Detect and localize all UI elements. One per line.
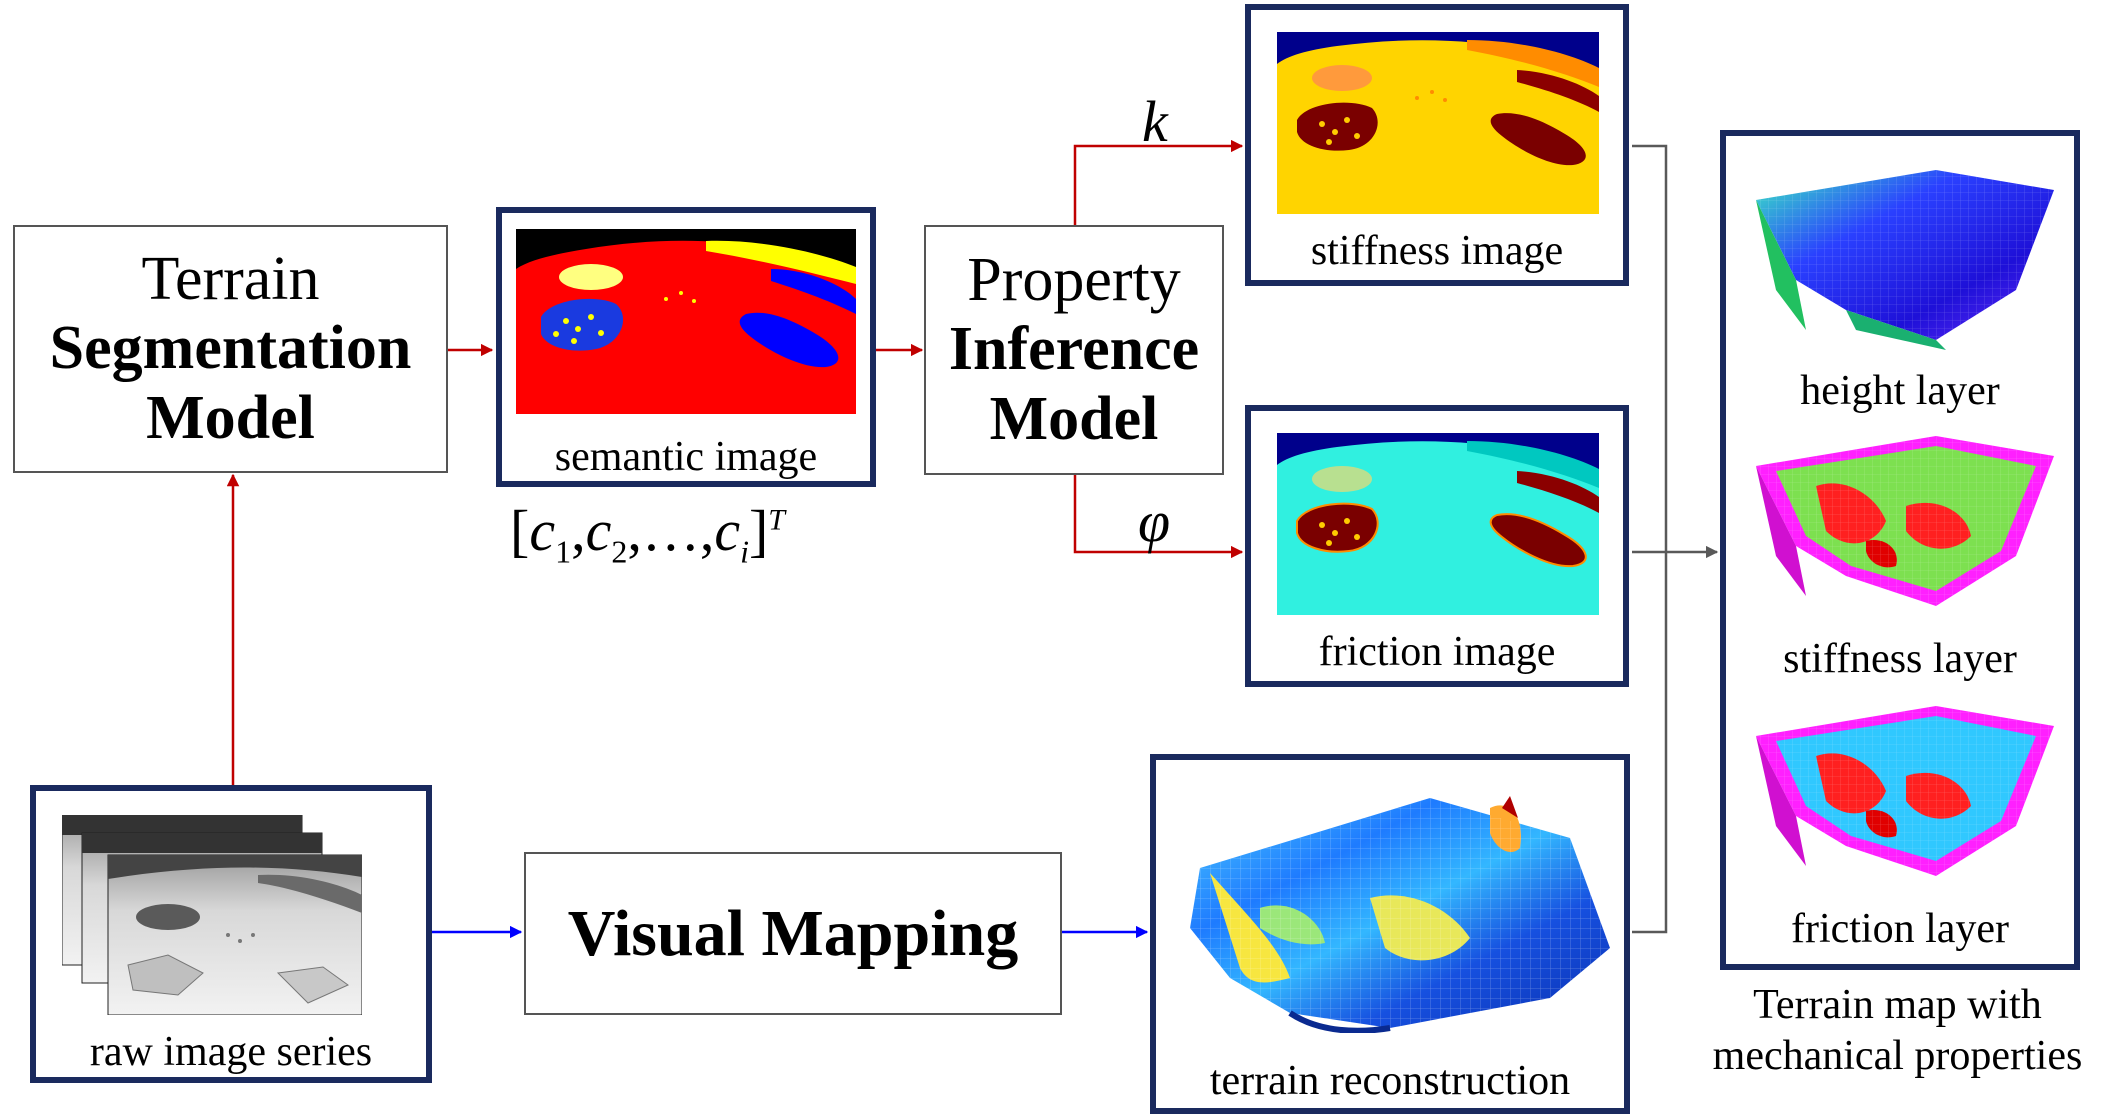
vector-sub-2: 2 — [611, 533, 628, 570]
stiffness-symbol-k: k — [1142, 89, 1168, 154]
friction-image — [1277, 433, 1599, 615]
stiffness-image-caption: stiffness image — [1310, 228, 1564, 274]
segmentation-title-line2: Segmentation — [49, 314, 412, 383]
semantic-image — [516, 229, 856, 414]
vector-sup-T: T — [768, 503, 785, 537]
terrain-reconstruction-caption: terrain reconstruction — [1209, 1058, 1571, 1104]
height-layer-caption: height layer — [1800, 368, 2000, 414]
vector-comma-1: , — [571, 498, 586, 563]
terrain-map-box: height layer stiffness layer — [1720, 130, 2080, 970]
property-inference-model-box: Property Inference Model — [924, 225, 1224, 475]
vector-symbol-c2: c — [585, 498, 612, 563]
terrain-map-title: Terrain map with mechanical properties — [1670, 980, 2125, 1082]
semantic-image-box: semantic image — [496, 207, 876, 487]
arrow-property-to-stiffness — [1073, 139, 1244, 225]
vector-sub-1: 1 — [555, 533, 572, 570]
raw-image-stack — [62, 815, 362, 1015]
segmentation-title-line3: Model — [146, 383, 315, 452]
property-title-line3: Model — [989, 384, 1159, 453]
vector-sub-i: i — [740, 533, 749, 570]
raw-image-series-caption: raw image series — [89, 1029, 373, 1075]
terrain-reconstruction-mesh — [1170, 778, 1614, 1033]
vector-ellipsis: …, — [641, 498, 715, 563]
raw-image-series-box: raw image series — [30, 785, 432, 1083]
terrain-map-title-line2: mechanical properties — [1712, 1033, 2083, 1080]
stiffness-image-box: stiffness image — [1245, 4, 1629, 286]
property-title-line2: Inference — [948, 315, 1200, 384]
visual-mapping-box: Visual Mapping — [524, 852, 1062, 1015]
vector-symbol-c1: c — [529, 498, 556, 563]
height-layer-mesh — [1736, 160, 2064, 350]
vector-symbol-ci: c — [714, 498, 741, 563]
terrain-segmentation-model-box: Terrain Segmentation Model — [13, 225, 448, 473]
friction-layer-mesh — [1736, 696, 2064, 886]
friction-layer-caption: friction layer — [1790, 906, 2010, 952]
terrain-map-title-line1: Terrain map with — [1753, 982, 2042, 1028]
stiffness-layer-caption: stiffness layer — [1783, 636, 2017, 682]
semantic-image-caption: semantic image — [554, 434, 818, 480]
stiffness-layer-mesh — [1736, 426, 2064, 616]
arrow-property-to-friction — [1073, 475, 1244, 559]
friction-image-box: friction image — [1245, 405, 1629, 687]
vector-open-bracket: [ — [510, 498, 530, 563]
stiffness-image — [1277, 32, 1599, 214]
vector-comma-2: , — [627, 498, 642, 563]
property-title-line1: Property — [967, 245, 1181, 314]
friction-image-caption: friction image — [1318, 629, 1556, 675]
friction-symbol-phi: φ — [1138, 489, 1171, 554]
vector-close-bracket: ] — [748, 498, 769, 563]
visual-mapping-label: Visual Mapping — [567, 896, 1019, 970]
terrain-reconstruction-box: terrain reconstruction — [1150, 754, 1630, 1114]
collector-bracket — [1632, 144, 1668, 934]
class-vector-formula: [c1,c2,…,ci]T — [510, 497, 870, 577]
segmentation-title-line1: Terrain — [141, 244, 320, 313]
